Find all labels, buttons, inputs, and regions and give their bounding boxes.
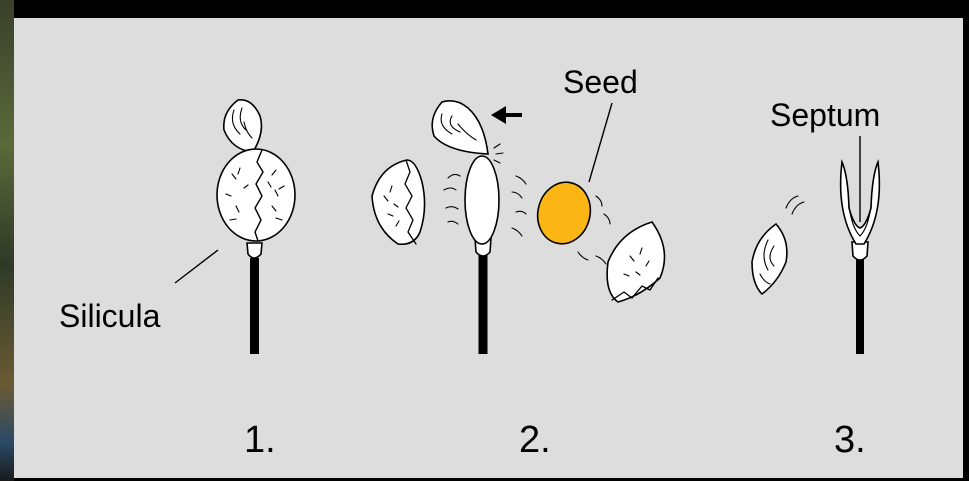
right-valve-2	[607, 222, 664, 302]
seed	[531, 177, 596, 250]
motion-ticks-2a	[494, 144, 503, 163]
septum-frame-2	[465, 156, 499, 244]
receptacle-1	[247, 243, 262, 258]
seed-label: Seed	[563, 64, 638, 100]
motion-arcs-right	[512, 176, 526, 236]
step-number-1: 1.	[244, 419, 276, 461]
silicula-pointer	[175, 250, 218, 283]
step-number-2: 2.	[519, 419, 551, 461]
step-number-3: 3.	[834, 419, 866, 461]
stage-2: Seed	[372, 64, 665, 354]
left-valve-2	[372, 160, 425, 244]
seed-pointer	[589, 103, 612, 182]
stalk-1	[250, 258, 259, 354]
top-valve-2	[432, 101, 488, 154]
motion-arrow-head	[491, 106, 506, 124]
septum-label: Septum	[770, 97, 880, 133]
motion-arcs-left	[444, 174, 460, 224]
stage-1: Silicula	[59, 100, 295, 354]
silicula-label: Silicula	[59, 298, 161, 334]
stage-3: Septum	[752, 97, 880, 354]
motion-arcs-3	[786, 196, 804, 214]
